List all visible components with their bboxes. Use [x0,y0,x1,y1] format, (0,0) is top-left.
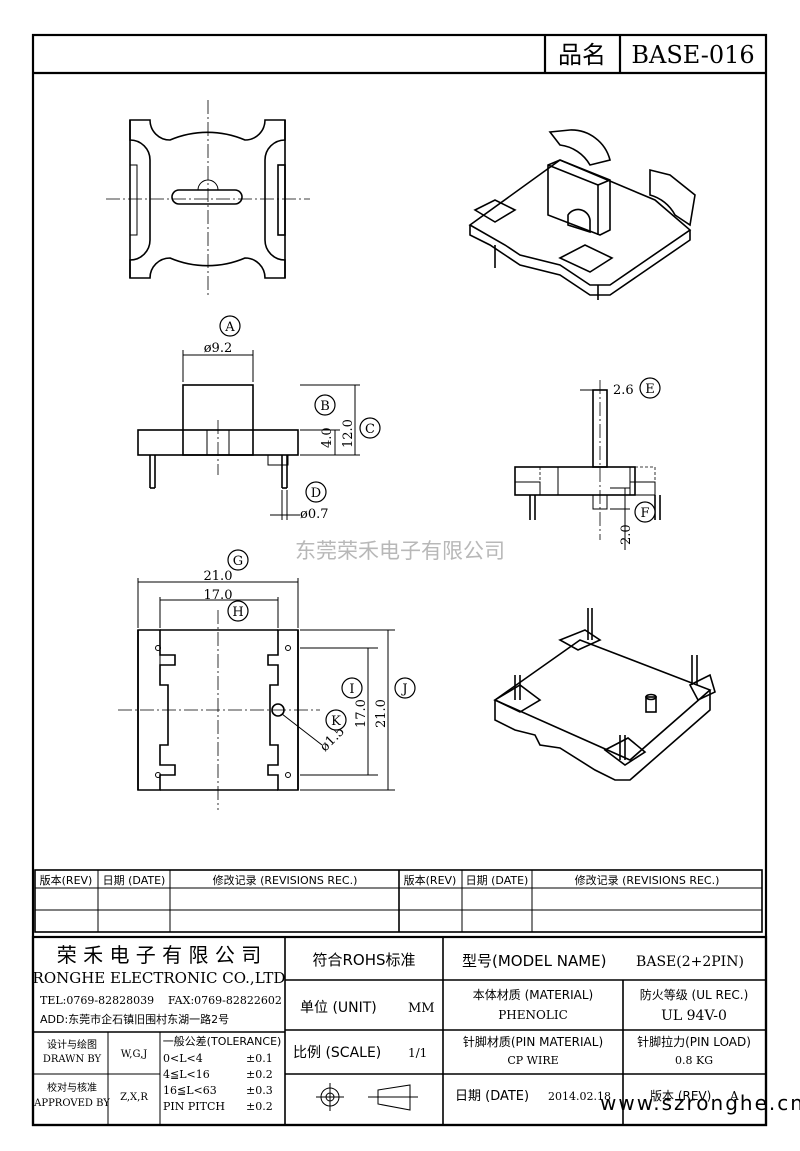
revision-value: A [729,1089,739,1103]
rev-header-4: 版本(REV) [404,873,457,887]
pin-load-label: 针脚拉力(PIN LOAD) [637,1034,751,1049]
part-number: BASE-016 [631,41,754,69]
part-name-label: 品名 [558,41,606,69]
approved-by-label-en: APPROVED BY [33,1098,110,1109]
tolerance-range-4: PIN PITCH [163,1100,225,1113]
scale-value: 1/1 [408,1046,427,1060]
approved-by-label-cn: 校对与核准 [47,1081,97,1094]
model-name-value: BASE(2+2PIN) [636,954,744,970]
material-label: 本体材质 (MATERIAL) [473,988,594,1002]
dim-h-label: H [232,605,243,620]
dim-g-label: G [233,554,243,569]
rev-header-5: 日期 (DATE) [466,874,529,887]
dim-d-label: D [311,486,321,501]
ul-rating-value: UL 94V-0 [661,1008,727,1024]
company-name-en: RONGHE ELECTRONIC CO.,LTD [33,969,286,987]
dim-b-value: 4.0 [320,427,335,448]
front-view: 2.6 E 2.0 F [514,377,661,550]
dim-d-value: ø0.7 [300,507,329,522]
dim-h-value: 17.0 [204,588,233,603]
dim-j-label: J [400,682,407,697]
rev-header-6: 修改记录 (REVISIONS REC.) [575,873,720,887]
approved-by-value: Z,X,R [120,1092,148,1103]
dim-i-value: 17.0 [354,699,369,728]
tolerance-title: 一般公差(TOLERANCE) [163,1034,282,1048]
top-view [106,100,310,298]
unit-value: MM [408,1001,435,1016]
tolerance-value-3: ±0.3 [246,1084,273,1097]
rev-header-1: 版本(REV) [40,873,93,887]
revisions-table: 版本(REV) 日期 (DATE) 修改记录 (REVISIONS REC.) … [34,869,763,933]
drawn-by-label-cn: 设计与绘图 [47,1038,97,1051]
isometric-view-bottom [493,608,716,781]
tolerance-range-1: 0<L<4 [163,1052,203,1065]
tolerance-range-3: 16≦L<63 [163,1084,217,1097]
pin-material-label: 针脚材质(PIN MATERIAL) [463,1034,603,1049]
date-value: 2014.02.18 [548,1090,611,1103]
drawn-by-label-en: DRAWN BY [43,1054,102,1065]
model-name-label: 型号(MODEL NAME) [462,952,607,970]
dim-a-label: A [224,320,235,335]
dim-e-value: 2.6 [613,383,634,398]
ul-rating-label: 防火等级 (UL REC.) [640,987,749,1002]
dim-b-label: B [320,399,330,414]
tolerance-range-2: 4≦L<16 [163,1068,210,1081]
title-block: 荣 禾 电 子 有 限 公 司 RONGHE ELECTRONIC CO.,LT… [31,935,768,1127]
rev-header-2: 日期 (DATE) [103,874,166,887]
watermark-url: www.szronghe.cn [600,1091,800,1115]
pin-load-value: 0.8 KG [675,1054,713,1067]
pin-material-value: CP WIRE [507,1054,558,1067]
dim-a-value: ø9.2 [204,341,233,356]
isometric-view-top [468,129,696,300]
material-value: PHENOLIC [498,1008,568,1022]
company-tel: TEL:0769-82828039 [40,994,154,1007]
dim-i-label: I [349,682,354,697]
company-name-cn: 荣 禾 电 子 有 限 公 司 [57,943,262,967]
projection-symbol-icon [316,1083,418,1111]
bottom-view: 21.0 G 17.0 H 17.0 21.0 I J ø1.5 K [118,549,416,810]
watermark-company: 东莞荣禾电子有限公司 [295,539,505,563]
dim-c-value: 12.0 [341,419,356,448]
dim-f-value: 2.0 [619,524,634,545]
dim-e-label: E [645,382,655,397]
tolerance-value-1: ±0.1 [246,1052,273,1065]
dim-k-label: K [331,714,341,729]
unit-label: 单位 (UNIT) [300,1000,377,1016]
dim-f-label: F [640,506,649,521]
scale-label: 比例 (SCALE) [293,1045,381,1061]
rev-header-3: 修改记录 (REVISIONS REC.) [213,873,358,887]
tolerance-value-4: ±0.2 [246,1100,273,1113]
dim-g-value: 21.0 [204,569,233,584]
rohs-compliance: 符合ROHS标准 [312,951,415,969]
revision-label: 版本 (REV) [650,1089,711,1103]
drawn-by-value: W,G,J [121,1049,148,1060]
dim-j-value: 21.0 [374,699,389,728]
company-fax: FAX:0769-82822602 [168,994,282,1007]
side-view: ø9.2 A 4.0 12.0 B C ø0.7 D [137,315,381,522]
tolerance-value-2: ±0.2 [246,1068,273,1081]
company-address: ADD:东莞市企石镇旧围村东湖一路2号 [40,1012,229,1026]
dim-c-label: C [365,422,375,437]
date-label: 日期 (DATE) [455,1089,529,1104]
